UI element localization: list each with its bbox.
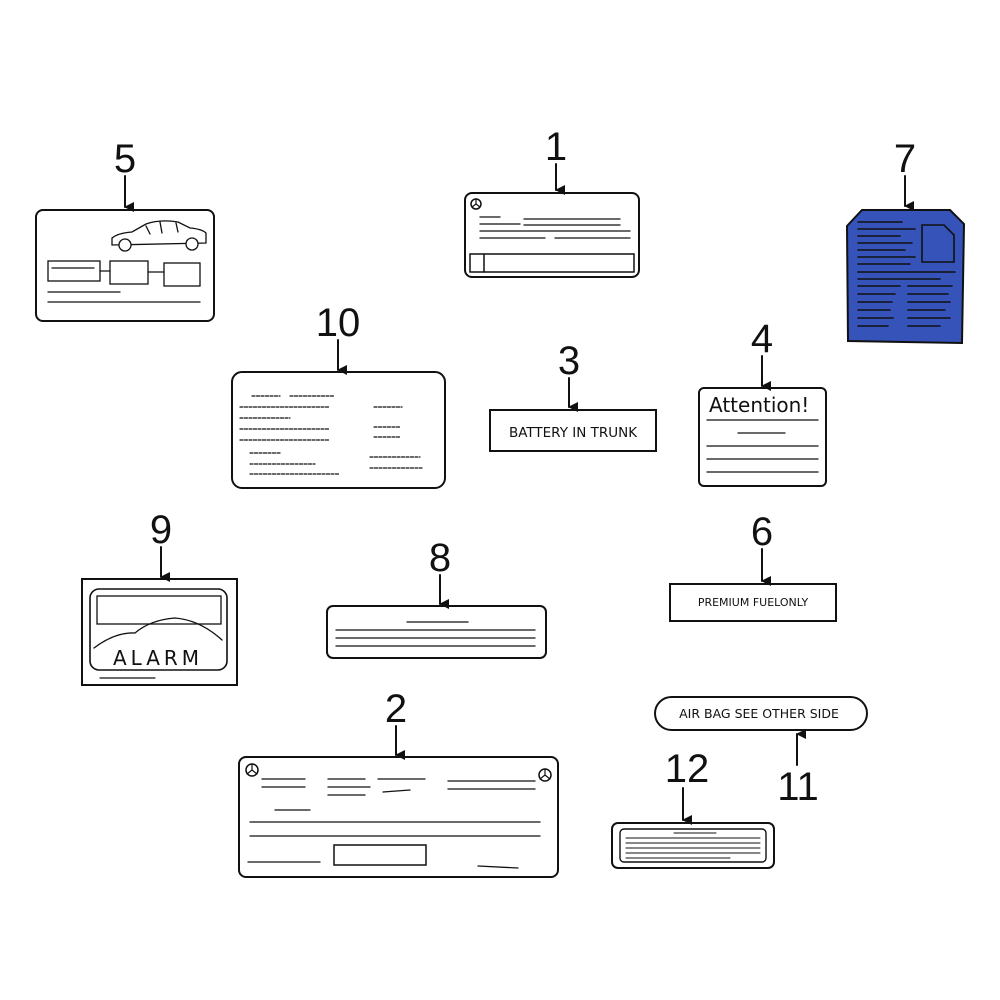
part-11-airbag-label[interactable]: AIR BAG SEE OTHER SIDE 11 xyxy=(654,696,868,809)
attention-text: Attention! xyxy=(709,393,809,417)
mercedes-star-icon xyxy=(245,763,259,777)
callout-6: 6 xyxy=(751,510,773,554)
label-9-outer xyxy=(81,578,238,686)
label-10-outline xyxy=(231,371,446,489)
callout-1: 1 xyxy=(545,125,567,169)
callout-2: 2 xyxy=(385,687,407,731)
label-8-text-lines xyxy=(335,621,536,647)
part-3-battery-label[interactable]: 3 BATTERY IN TRUNK xyxy=(489,339,657,452)
battery-label-text: BATTERY IN TRUNK xyxy=(509,425,638,441)
part-1-label-plate[interactable]: 1 xyxy=(464,125,640,278)
label-2-text-lines xyxy=(247,778,541,869)
car-icon xyxy=(111,220,207,252)
mercedes-star-icon xyxy=(538,768,552,782)
label-7-text-lines xyxy=(857,221,956,327)
callout-12: 12 xyxy=(665,747,710,791)
part-12-small-label[interactable]: 12 xyxy=(611,747,775,869)
label-12-text-lines xyxy=(625,832,761,859)
part-9-alarm-label[interactable]: 9 ALARM xyxy=(81,508,238,686)
label-6-outline xyxy=(669,583,837,622)
alarm-text: ALARM xyxy=(113,646,203,670)
label-1-outline xyxy=(464,192,640,278)
label-5-outline xyxy=(35,209,215,322)
label-10-text-lines xyxy=(239,395,423,475)
label-2-outline xyxy=(238,756,559,878)
car-icon xyxy=(93,617,223,649)
label-2-bottom-box xyxy=(333,844,427,866)
label-9-window xyxy=(96,595,222,625)
part-8-strip-label[interactable]: 8 xyxy=(326,536,547,659)
callout-3: 3 xyxy=(558,339,580,383)
callout-10: 10 xyxy=(316,301,361,345)
label-4-outline xyxy=(698,387,827,487)
part-5-tire-label[interactable]: 5 xyxy=(35,137,215,322)
label-7-outline xyxy=(845,209,966,345)
callout-11: 11 xyxy=(777,765,819,809)
label-8-outline xyxy=(326,605,547,659)
airbag-text: AIR BAG SEE OTHER SIDE xyxy=(679,706,839,721)
label-11-outline xyxy=(654,696,868,731)
part-2-label-plate[interactable]: 2 xyxy=(238,687,559,878)
callout-4: 4 xyxy=(751,317,773,361)
label-4-text-lines xyxy=(706,419,819,473)
label-12-outer xyxy=(611,822,775,869)
mercedes-star-icon xyxy=(470,198,482,210)
label-5-flow-boxes xyxy=(47,260,201,303)
label-3-outline xyxy=(489,409,657,452)
part-6-fuel-label[interactable]: 6 PREMIUM FUELONLY xyxy=(669,510,837,622)
label-1-bottom-strip xyxy=(469,253,635,273)
part-10-info-label[interactable]: 10 xyxy=(231,301,446,489)
label-9-inner xyxy=(89,588,228,671)
part-7-highlighted-label[interactable]: 7 xyxy=(845,137,966,345)
label-1-text-lines xyxy=(479,216,631,239)
label-7-inset-box xyxy=(921,224,955,263)
callout-5: 5 xyxy=(114,137,136,181)
callout-8: 8 xyxy=(429,536,451,580)
part-4-attention-label[interactable]: 4 Attention! xyxy=(698,317,827,487)
callout-9: 9 xyxy=(150,508,172,552)
label-12-inner xyxy=(619,828,767,863)
premium-fuel-text: PREMIUM FUELONLY xyxy=(698,596,809,609)
callout-7: 7 xyxy=(894,137,916,181)
